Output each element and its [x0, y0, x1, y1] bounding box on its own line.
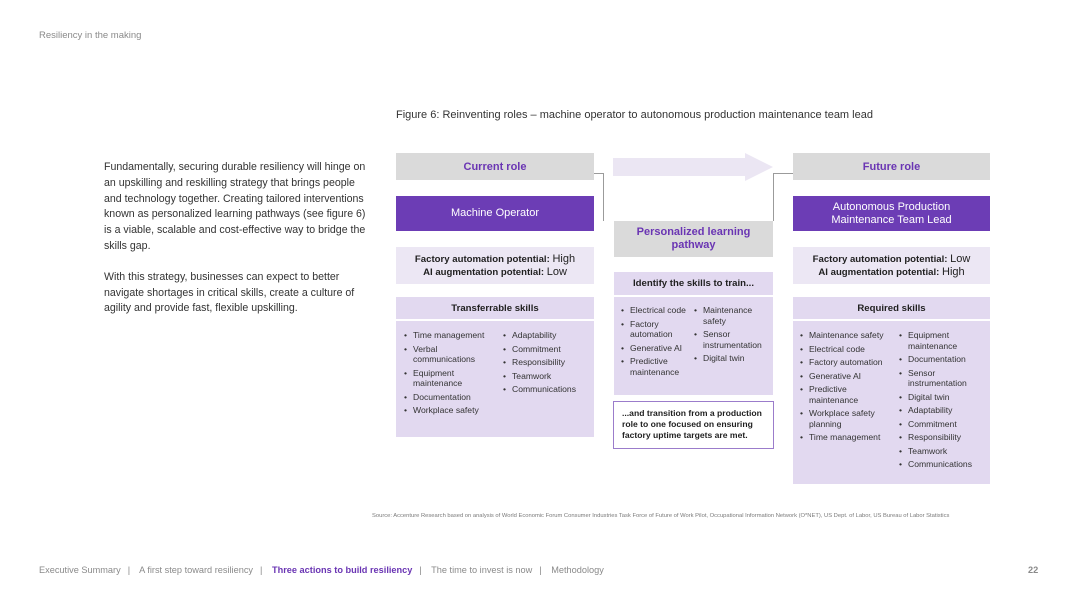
- arrow-right-icon: [613, 153, 773, 181]
- future-role-title: Autonomous Production Maintenance Team L…: [793, 196, 990, 231]
- list-item: Commitment: [503, 344, 591, 355]
- list-item: Maintenance safety: [694, 305, 772, 326]
- current-role-header: Current role: [396, 153, 594, 180]
- list-item: Factory automation: [800, 357, 890, 368]
- current-skills-list-left: Time management Verbal communications Eq…: [404, 330, 494, 419]
- list-item: Generative AI: [800, 371, 890, 382]
- list-item: Commitment: [899, 419, 987, 430]
- future-auto-value: Low: [950, 252, 971, 265]
- future-role-line-2: Maintenance Team Lead: [831, 213, 952, 226]
- current-role-title: Machine Operator: [396, 196, 594, 231]
- list-item: Communications: [899, 459, 987, 470]
- future-ai-label: AI augmentation potential:: [818, 266, 940, 278]
- pathway-transition: ...and transition from a production role…: [613, 401, 774, 449]
- list-item: Time management: [800, 432, 890, 443]
- future-potential-box: Factory automation potential: Low AI aug…: [793, 247, 990, 284]
- footer-link-first-step[interactable]: A first step toward resiliency: [139, 565, 254, 575]
- footer-link-methodology[interactable]: Methodology: [551, 565, 604, 575]
- current-ai-value: Low: [546, 265, 567, 278]
- future-role-header: Future role: [793, 153, 990, 180]
- list-item: Predictive maintenance: [621, 356, 689, 377]
- future-role-line-1: Autonomous Production: [832, 200, 951, 213]
- connector-line: [773, 173, 793, 174]
- list-item: Teamwork: [899, 446, 987, 457]
- current-potential-box: Factory automation potential: High AI au…: [396, 247, 594, 284]
- list-item: Verbal communications: [404, 344, 494, 365]
- current-auto-label: Factory automation potential:: [414, 253, 550, 265]
- current-skills-list-right: Adaptability Commitment Responsibility T…: [503, 330, 591, 398]
- source-note: Source: Accenture Research based on anal…: [372, 513, 950, 519]
- list-item: Digital twin: [899, 392, 987, 403]
- list-item: Predictive maintenance: [800, 384, 890, 405]
- future-skills-list-left: Maintenance safety Electrical code Facto…: [800, 330, 890, 446]
- list-item: Electrical code: [800, 344, 890, 355]
- list-item: Adaptability: [503, 330, 591, 341]
- footer-link-three-actions[interactable]: Three actions to build resiliency: [271, 565, 413, 575]
- connector-line: [773, 173, 774, 221]
- body-text: Fundamentally, securing durable resilien…: [104, 160, 366, 332]
- list-item: Communications: [503, 384, 591, 395]
- list-item: Electrical code: [621, 305, 689, 316]
- footer-nav: Executive Summary| A first step toward r…: [39, 565, 604, 575]
- list-item: Sensor instrumentation: [899, 368, 987, 389]
- future-auto-label: Factory automation potential:: [812, 253, 948, 265]
- list-item: Generative AI: [621, 343, 689, 354]
- list-item: Time management: [404, 330, 494, 341]
- pathway-skills-list-right: Maintenance safety Sensor instrumentatio…: [694, 305, 772, 367]
- pathway-skills-list-left: Electrical code Factory automation Gener…: [621, 305, 689, 380]
- list-item: Teamwork: [503, 371, 591, 382]
- list-item: Equipment maintenance: [899, 330, 987, 351]
- footer-link-executive-summary[interactable]: Executive Summary: [39, 565, 121, 575]
- connector-line: [603, 173, 604, 221]
- body-paragraph-1: Fundamentally, securing durable resilien…: [104, 161, 366, 252]
- list-item: Equipment maintenance: [404, 368, 494, 389]
- list-item: Responsibility: [899, 432, 987, 443]
- list-item: Responsibility: [503, 357, 591, 368]
- current-ai-label: AI augmentation potential:: [423, 266, 545, 278]
- list-item: Factory automation: [621, 319, 689, 340]
- current-auto-value: High: [552, 252, 576, 265]
- pathway-identify: Identify the skills to train...: [614, 272, 773, 295]
- list-item: Workplace safety: [404, 405, 494, 416]
- list-item: Documentation: [404, 392, 494, 403]
- figure-title: Figure 6: Reinventing roles – machine op…: [396, 109, 873, 121]
- list-item: Adaptability: [899, 405, 987, 416]
- list-item: Digital twin: [694, 353, 772, 364]
- current-skills-header: Transferrable skills: [396, 297, 594, 319]
- list-item: Sensor instrumentation: [694, 329, 772, 350]
- header-title: Resiliency in the making: [39, 30, 142, 41]
- future-skills-list-right: Equipment maintenance Documentation Sens…: [899, 330, 987, 473]
- list-item: Workplace safety planning: [800, 408, 890, 429]
- page-number: 22: [1028, 565, 1039, 575]
- list-item: Maintenance safety: [800, 330, 890, 341]
- future-skills-header: Required skills: [793, 297, 990, 319]
- pathway-header: Personalized learning pathway: [614, 221, 773, 257]
- list-item: Documentation: [899, 354, 987, 365]
- connector-line: [594, 173, 604, 174]
- footer-link-time-to-invest[interactable]: The time to invest is now: [431, 565, 533, 575]
- body-paragraph-2: With this strategy, businesses can expec…: [104, 270, 355, 315]
- future-ai-value: High: [942, 265, 965, 278]
